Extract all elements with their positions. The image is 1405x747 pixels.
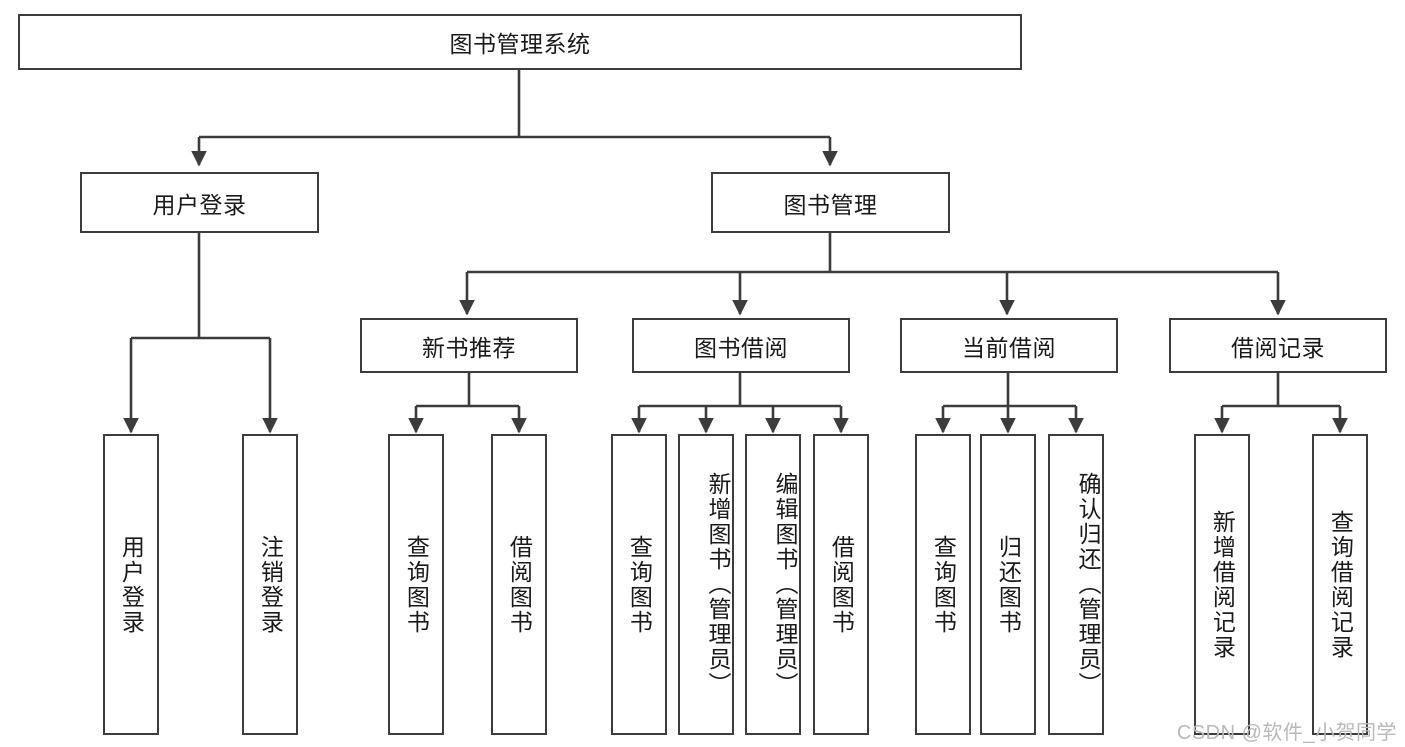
- node-leaf-add-record[interactable]: 新增借阅记录: [1194, 434, 1250, 735]
- node-leaf-query-book-2[interactable]: 查询图书: [611, 434, 667, 735]
- node-leaf-query-book-1[interactable]: 查询图书: [388, 434, 444, 735]
- node-user-login[interactable]: 用户登录: [80, 172, 319, 233]
- node-leaf-user-login[interactable]: 用户登录: [103, 434, 159, 735]
- node-leaf-borrow-book-1[interactable]: 借阅图书: [491, 434, 547, 735]
- node-leaf-logout[interactable]: 注销登录: [242, 434, 298, 735]
- node-new-book-recommend[interactable]: 新书推荐: [360, 318, 578, 373]
- node-label: 借阅记录: [1231, 334, 1325, 361]
- node-label: 图书管理: [783, 191, 878, 218]
- node-label: 新增借阅记录: [1209, 509, 1236, 660]
- node-label: 查询图书: [930, 534, 957, 635]
- node-label: 图书管理系统: [449, 31, 591, 57]
- node-leaf-borrow-book-2[interactable]: 借阅图书: [813, 434, 869, 735]
- node-label: 查询借阅记录: [1327, 509, 1354, 660]
- node-leaf-confirm-return[interactable]: 确认归还（管理员）: [1048, 434, 1104, 735]
- node-label: 借阅图书: [506, 534, 533, 635]
- node-label: 查询图书: [403, 534, 430, 635]
- node-label: 查询图书: [626, 534, 653, 635]
- node-label: 借阅图书: [828, 534, 855, 635]
- watermark-text: CSDN @软件_小贺同学: [1176, 722, 1397, 744]
- node-label: 编辑图书（管理员）: [772, 472, 798, 697]
- node-label: 归还图书: [995, 534, 1022, 635]
- node-label: 新增图书（管理员）: [705, 472, 731, 697]
- node-leaf-query-record[interactable]: 查询借阅记录: [1312, 434, 1368, 735]
- node-leaf-add-book[interactable]: 新增图书（管理员）: [678, 434, 734, 735]
- node-book-borrow[interactable]: 图书借阅: [632, 318, 850, 373]
- node-label: 新书推荐: [422, 334, 516, 361]
- node-label: 用户登录: [118, 534, 145, 635]
- node-label: 当前借阅: [962, 334, 1056, 361]
- node-leaf-query-book-3[interactable]: 查询图书: [915, 434, 971, 735]
- node-leaf-edit-book[interactable]: 编辑图书（管理员）: [745, 434, 801, 735]
- node-current-borrow[interactable]: 当前借阅: [900, 318, 1118, 373]
- node-root-system[interactable]: 图书管理系统: [18, 14, 1022, 70]
- node-label: 确认归还（管理员）: [1075, 472, 1101, 697]
- node-borrow-record[interactable]: 借阅记录: [1169, 318, 1387, 373]
- node-label: 用户登录: [152, 191, 247, 218]
- node-label: 注销登录: [257, 534, 284, 635]
- node-label: 图书借阅: [694, 334, 788, 361]
- node-leaf-return-book[interactable]: 归还图书: [980, 434, 1036, 735]
- node-book-management[interactable]: 图书管理: [711, 172, 950, 233]
